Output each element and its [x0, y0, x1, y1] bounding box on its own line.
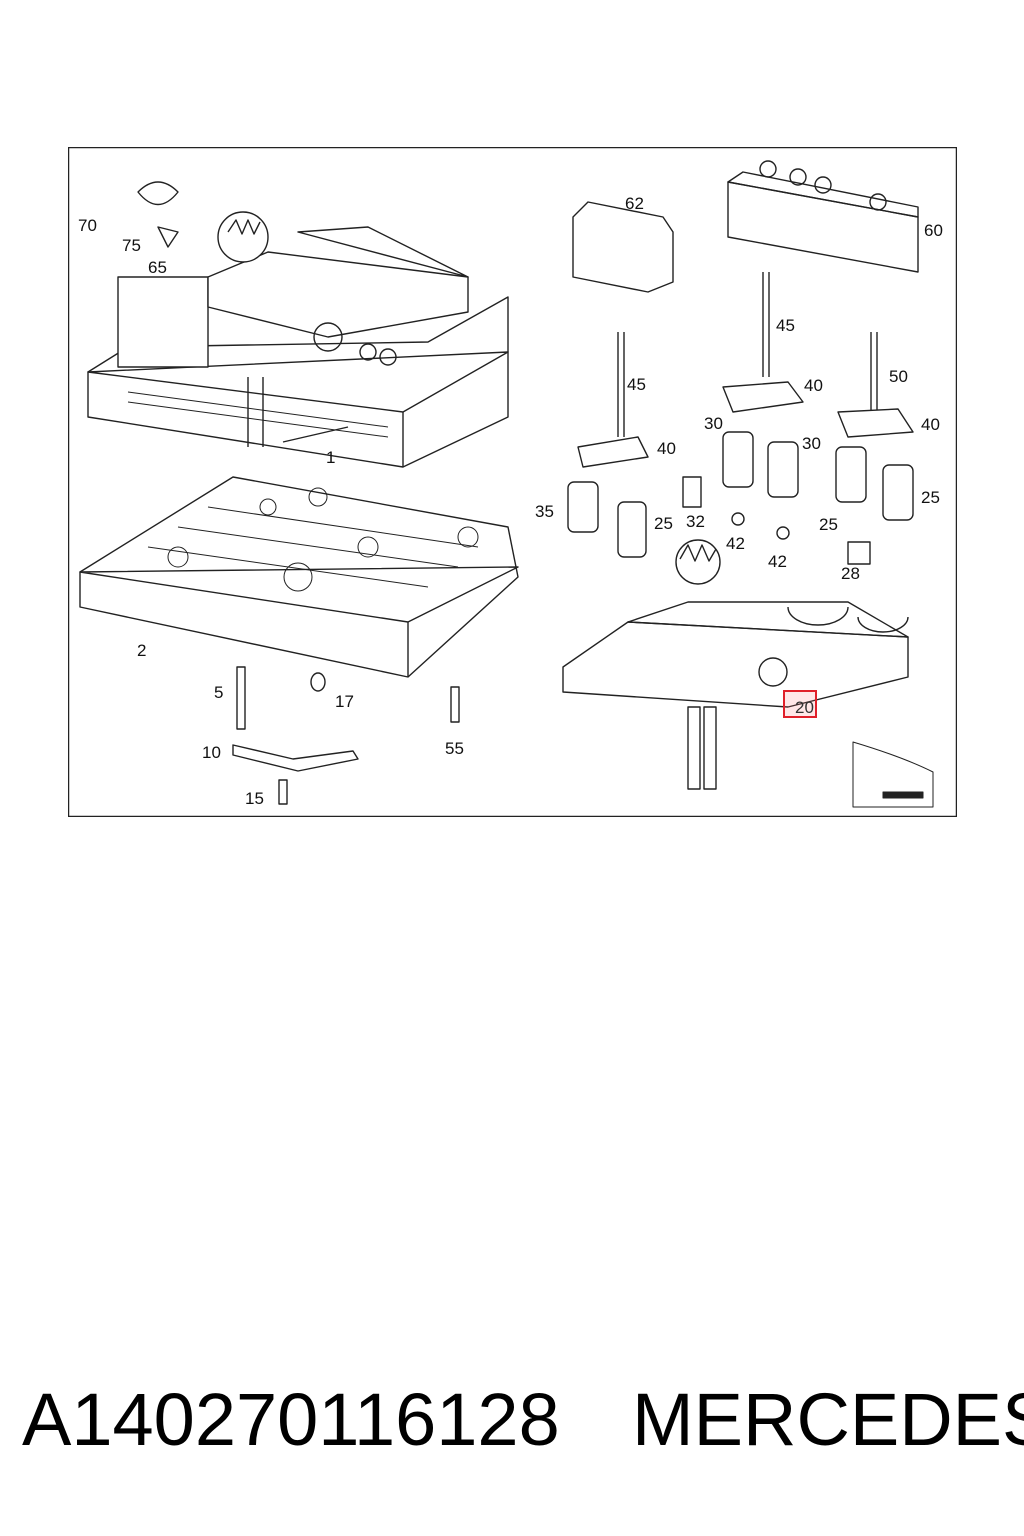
- transmission-thumbnail: [852, 741, 934, 808]
- valve-body-upper-drawing: [87, 181, 509, 468]
- callout-17: 17: [335, 692, 354, 711]
- small-parts-left-drawing: [232, 666, 460, 805]
- callout-50: 50: [889, 367, 908, 386]
- callout-55: 55: [445, 739, 464, 758]
- callout-42-right: 42: [768, 552, 787, 571]
- parts-diagram-drawing: [68, 147, 957, 817]
- callout-10: 10: [202, 743, 221, 762]
- callout-30-right: 30: [802, 434, 821, 453]
- callout-62: 62: [625, 194, 644, 213]
- callout-40-mid: 40: [804, 376, 823, 395]
- callout-25-right: 25: [921, 488, 940, 507]
- brand-name: MERCEDES: [632, 1378, 1024, 1461]
- callout-32: 32: [686, 512, 705, 531]
- callout-75: 75: [122, 236, 141, 255]
- callout-40-left: 40: [657, 439, 676, 458]
- callout-15: 15: [245, 789, 264, 808]
- callout-2: 2: [137, 641, 147, 660]
- callout-30-left: 30: [704, 414, 723, 433]
- valve-body-lower-drawing: [79, 476, 519, 678]
- callout-35: 35: [535, 502, 554, 521]
- parts-diagram: 70 75 65 1 2 5 17 55 10 15 62 60 45 45 4…: [68, 147, 957, 817]
- solenoids-drawing: [567, 160, 919, 565]
- callout-45-right: 45: [776, 316, 795, 335]
- part-number: A140270116128: [22, 1378, 560, 1461]
- callout-25-left: 25: [654, 514, 673, 533]
- callout-1: 1: [326, 448, 336, 467]
- callout-25-mid: 25: [819, 515, 838, 534]
- callout-28: 28: [841, 564, 860, 583]
- callout-40-right: 40: [921, 415, 940, 434]
- callout-5: 5: [214, 683, 224, 702]
- callout-20: 20: [795, 698, 814, 717]
- callout-70: 70: [78, 216, 97, 235]
- highlighted-callout-box[interactable]: 20: [783, 690, 817, 718]
- callout-65: 65: [148, 258, 167, 277]
- footer: A140270116128 MERCEDES: [0, 1380, 1024, 1460]
- callout-45-left: 45: [627, 375, 646, 394]
- callout-42-left: 42: [726, 534, 745, 553]
- callout-60: 60: [924, 221, 943, 240]
- carrier-plate-drawing: [562, 539, 909, 790]
